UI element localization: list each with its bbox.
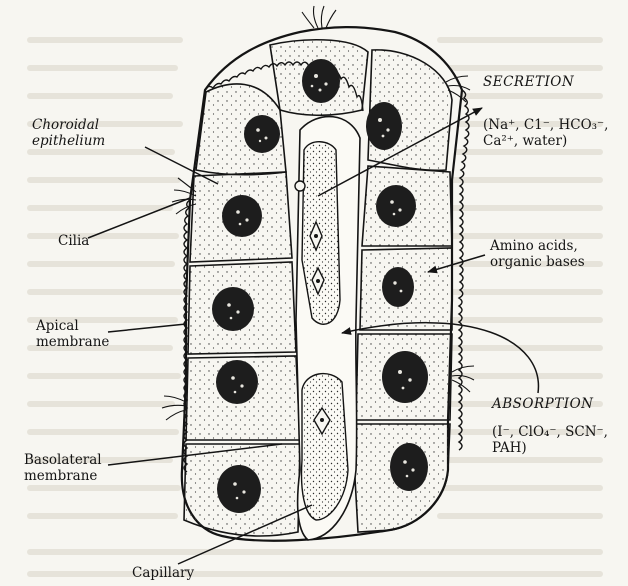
label-secretion-ions-line-1: (Na⁺, C1⁻, HCO₃⁻, [483,117,608,133]
label-absorption-ions-line-1: (I⁻, ClO₄⁻, SCN⁻, [492,424,608,440]
leader-apical-membrane [108,324,186,332]
label-amino-acids-line-2: organic bases [490,254,585,270]
label-basolateral-line-1: Basolateral [24,452,102,468]
label-absorption-title: ABSORPTION [492,396,593,412]
label-cilia: Cilia [58,233,89,249]
label-secretion-ions: (Na⁺, C1⁻, HCO₃⁻, Ca²⁺, water) [483,117,608,149]
label-apical-membrane: Apical membrane [36,318,109,350]
lower-vessel [302,374,348,520]
label-amino-acids-line-1: Amino acids, [490,238,585,254]
label-amino-acids: Amino acids, organic bases [490,238,585,270]
label-secretion-title: SECRETION [483,74,574,90]
label-capillary: Capillary [132,565,194,581]
label-basolateral-line-2: membrane [24,468,102,484]
label-choroidal-line-1: Choroidal [32,117,105,133]
label-absorption-ions-line-2: PAH) [492,440,608,456]
label-apical-line-2: membrane [36,334,109,350]
label-apical-line-1: Apical [36,318,109,334]
label-choroidal-epithelium: Choroidal epithelium [32,117,105,149]
leader-cilia [88,198,190,238]
label-secretion-ions-line-2: Ca²⁺, water) [483,133,608,149]
label-absorption-ions: (I⁻, ClO₄⁻, SCN⁻, PAH) [492,424,608,456]
label-choroidal-line-2: epithelium [32,133,105,149]
label-basolateral-membrane: Basolateral membrane [24,452,102,484]
